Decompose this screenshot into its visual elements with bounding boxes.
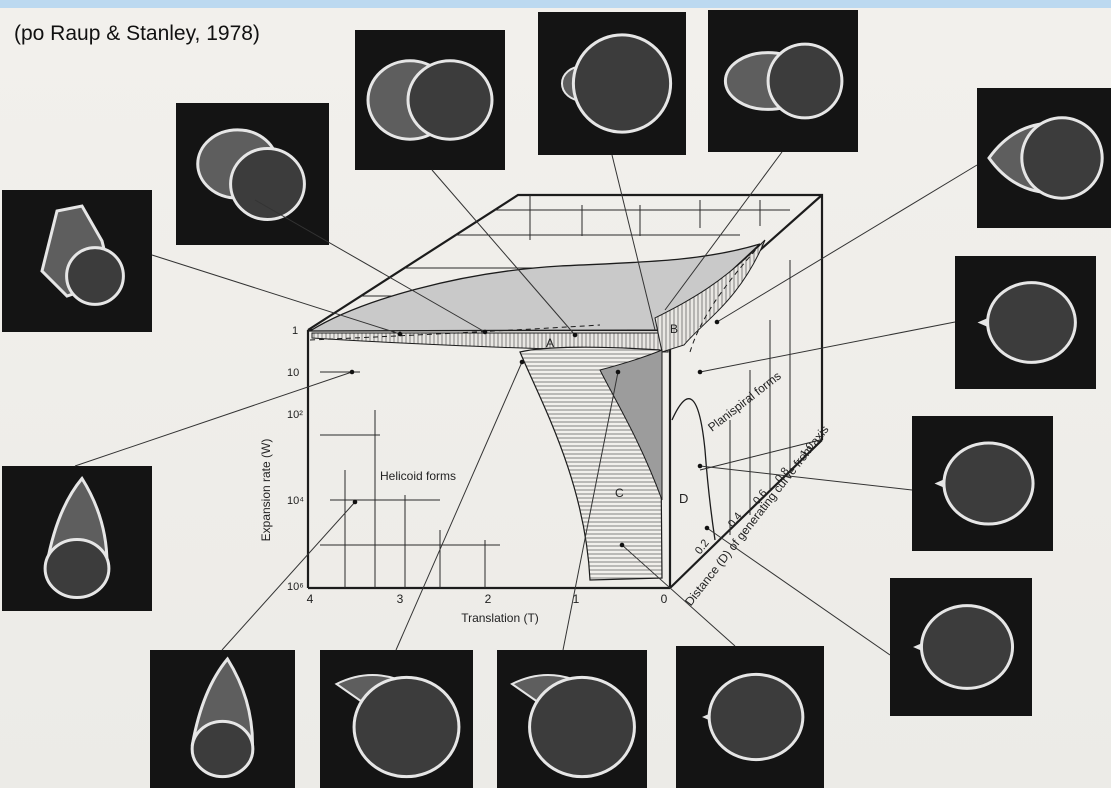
region-label-d: D <box>679 491 688 506</box>
y-tick-10-4: 10⁴ <box>287 495 304 507</box>
x-tick-1: 1 <box>573 592 580 606</box>
z-tick-0.2: 0.2 <box>693 537 712 556</box>
x-tick-2: 2 <box>485 592 492 606</box>
y-tick-10-6: 10⁶ <box>287 581 304 593</box>
leader-lines <box>75 152 977 655</box>
y-tick-10: 10 <box>287 367 299 379</box>
planispiral-forms-label: Planispiral forms <box>705 369 784 435</box>
x-tick-4: 4 <box>307 592 314 606</box>
y-axis-label: Expansion rate (W) <box>259 439 273 542</box>
region-label-a: A <box>546 336 554 350</box>
x-axis-label: Translation (T) <box>461 611 539 625</box>
x-tick-0: 0 <box>661 592 668 606</box>
y-tick-10-2: 10² <box>287 409 303 421</box>
x-tick-3: 3 <box>397 592 404 606</box>
y-tick-1: 1 <box>292 325 298 337</box>
helicoid-forms-label: Helicoid forms <box>380 469 456 483</box>
region-label-b: B <box>670 322 678 336</box>
region-label-c: C <box>615 486 624 500</box>
